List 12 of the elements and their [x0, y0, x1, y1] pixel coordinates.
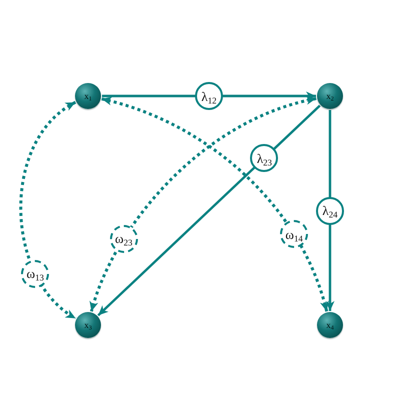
edge-label: λ$_{12}$	[195, 82, 223, 110]
arrow	[19, 101, 77, 320]
edge-label: ω$_{14}$	[280, 220, 308, 248]
sphere-node: x$_{1}$	[75, 83, 101, 109]
sphere-node: x$_{2}$	[317, 83, 343, 109]
sphere-node: x$_{4}$	[317, 312, 343, 338]
edge-label: λ$_{23}$	[250, 144, 278, 172]
edge-label: ω$_{23}$	[110, 224, 138, 253]
edge-label: λ$_{24}$	[316, 196, 344, 224]
edge-label: ω$_{13}$	[21, 260, 50, 288]
arrow	[102, 92, 316, 100]
sphere-node: x$_{3}$	[75, 312, 101, 338]
